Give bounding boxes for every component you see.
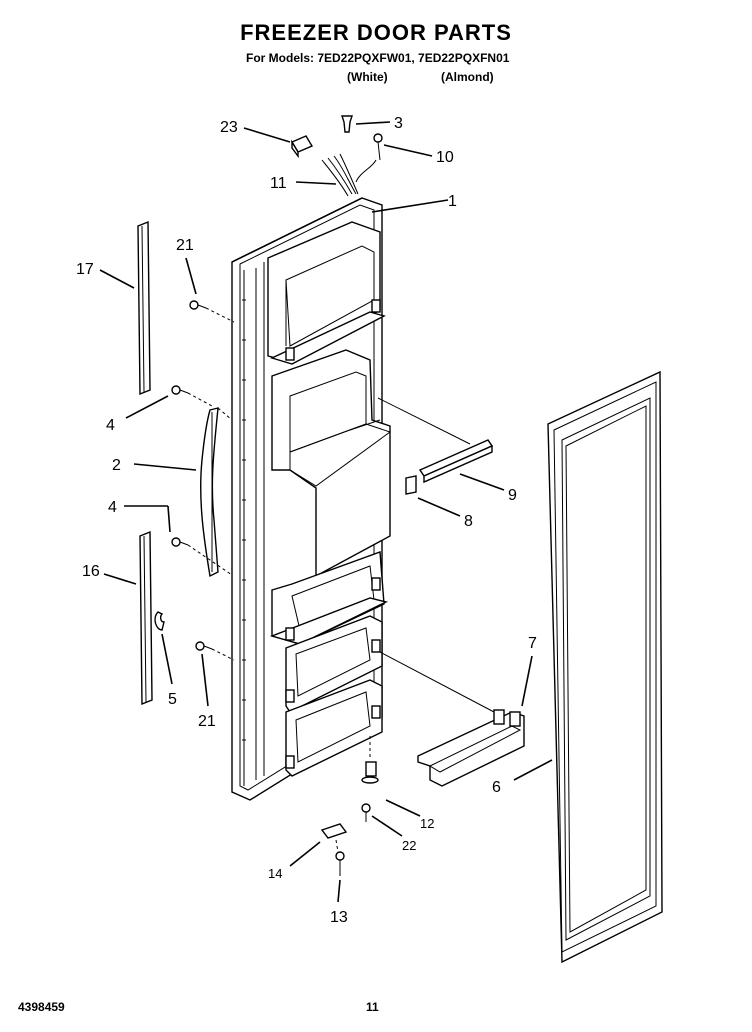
- callout-1: 1: [448, 193, 457, 210]
- callout-2: 2: [112, 457, 121, 474]
- callout-11: 11: [270, 175, 287, 192]
- callout-4b: 4: [108, 499, 117, 516]
- callout-8: 8: [464, 513, 473, 530]
- page-title: FREEZER DOOR PARTS: [240, 20, 512, 45]
- bracket-8: [405, 475, 417, 495]
- callout-22: 22: [402, 838, 416, 853]
- color-almond-label: (Almond): [441, 70, 494, 84]
- callout-17: 17: [76, 261, 94, 278]
- callout-5: 5: [168, 691, 177, 708]
- callout-12: 12: [420, 816, 434, 831]
- callout-7: 7: [528, 635, 537, 652]
- page-number: 11: [366, 1000, 379, 1014]
- screws: [171, 300, 235, 661]
- callout-23: 23: [220, 119, 238, 136]
- trim-strip-17: [137, 220, 151, 396]
- callout-3: 3: [394, 115, 403, 132]
- clip-5: [154, 611, 165, 631]
- freezer-door: [231, 197, 392, 801]
- callout-13: 13: [330, 909, 348, 926]
- top-parts: [290, 115, 383, 197]
- door-gasket: [547, 370, 663, 964]
- callout-16: 16: [82, 563, 100, 580]
- door-handle: [200, 407, 219, 578]
- document-number: 4398459: [18, 1000, 65, 1014]
- callout-21a: 21: [176, 237, 194, 254]
- model-numbers: For Models: 7ED22PQXFW01, 7ED22PQXFN01: [246, 51, 510, 65]
- leader-lines: [99, 121, 553, 903]
- color-white-label: (White): [347, 70, 388, 84]
- callout-14: 14: [268, 866, 282, 881]
- callout-21b: 21: [198, 713, 216, 730]
- callout-10: 10: [436, 149, 454, 166]
- callout-9: 9: [508, 487, 517, 504]
- trim-strip-16: [139, 530, 153, 706]
- hinge-parts: [320, 736, 379, 876]
- callout-4a: 4: [106, 417, 115, 434]
- dispenser-tray-7: [379, 651, 525, 787]
- rail-9: [377, 397, 494, 484]
- callout-6: 6: [492, 779, 501, 796]
